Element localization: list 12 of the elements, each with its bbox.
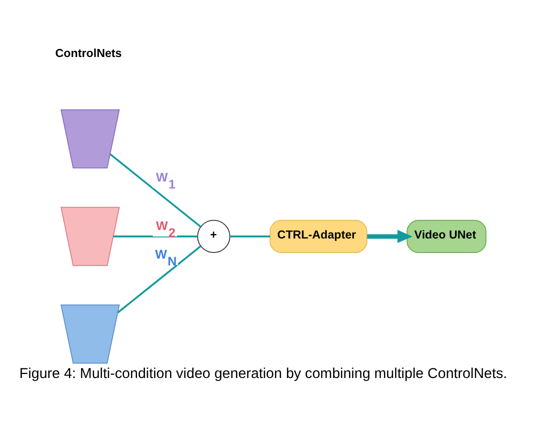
connector <box>113 235 198 237</box>
node-box: Video UNet <box>406 219 486 253</box>
arrow <box>367 229 412 242</box>
node-circle: + <box>197 219 230 253</box>
node-trapezium <box>60 108 120 168</box>
connector <box>230 235 270 237</box>
node-box: CTRL-Adapter <box>270 219 368 253</box>
caption: Figure 4: Multi-condition video generation by combining multiple ControlNets. <box>19 366 508 382</box>
label: ControlNets <box>55 46 122 60</box>
node-trapezium <box>60 206 120 266</box>
node-trapezium <box>60 304 120 364</box>
connector <box>110 152 202 227</box>
